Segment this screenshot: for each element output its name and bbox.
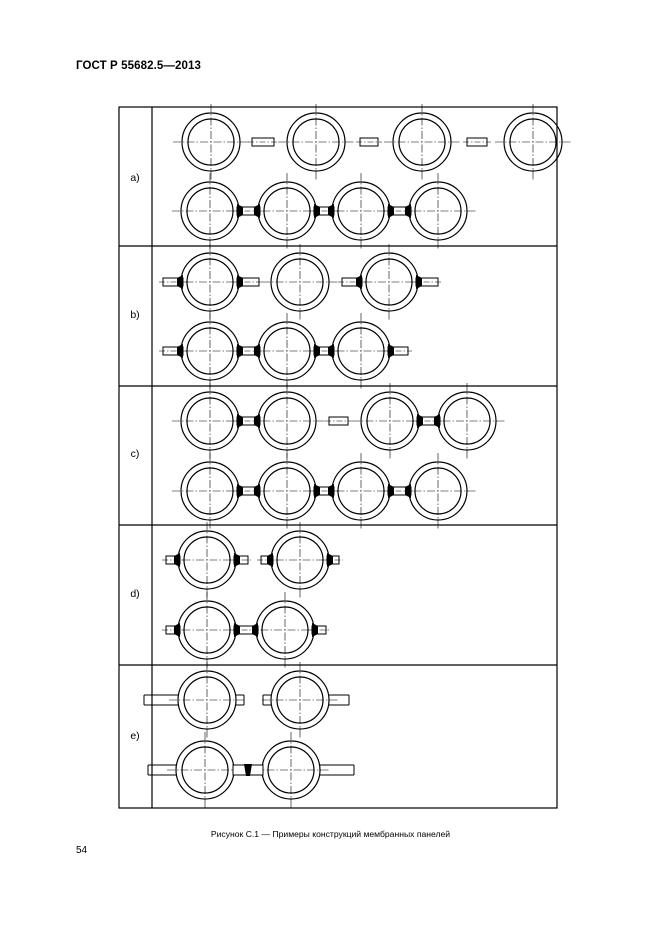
weld: [254, 204, 260, 218]
weld: [405, 204, 411, 218]
tube-outer: [177, 670, 237, 730]
tube-outer: [181, 112, 241, 172]
weld: [328, 484, 334, 498]
weld: [237, 344, 243, 358]
weld: [244, 764, 252, 776]
weld: [174, 623, 180, 637]
weld: [174, 553, 180, 567]
weld: [237, 484, 243, 498]
weld: [417, 414, 423, 428]
weld: [314, 344, 320, 358]
weld: [328, 344, 334, 358]
tube-outer: [286, 112, 346, 172]
figure-frame: [118, 106, 558, 809]
panel-drawings: [143, 104, 571, 808]
weld: [434, 414, 440, 428]
weld: [177, 344, 183, 358]
document-header: ГОСТ Р 55682.5—2013: [76, 60, 201, 72]
weld: [314, 484, 320, 498]
weld: [177, 275, 183, 289]
weld: [267, 553, 273, 567]
tube-outer: [270, 252, 330, 312]
weld: [254, 484, 260, 498]
weld: [237, 275, 243, 289]
weld: [252, 623, 258, 637]
weld: [234, 553, 240, 567]
weld: [237, 204, 243, 218]
weld: [405, 484, 411, 498]
figure-caption: Рисунок С.1 — Примеры конструкций мембра…: [210, 829, 451, 839]
tube-outer: [392, 112, 452, 172]
weld: [314, 204, 320, 218]
weld: [254, 344, 260, 358]
tube-outer: [503, 112, 563, 172]
tube-outer: [270, 670, 330, 730]
weld: [328, 204, 334, 218]
weld: [416, 275, 422, 289]
row-label-a: a): [130, 172, 140, 184]
row-label-c: c): [130, 448, 140, 460]
weld: [388, 484, 394, 498]
weld: [388, 204, 394, 218]
weld: [237, 414, 243, 428]
weld: [254, 414, 260, 428]
weld: [327, 553, 333, 567]
row-label-b: b): [130, 309, 140, 321]
fin: [143, 694, 245, 706]
page-number: 54: [76, 845, 88, 856]
row-label-d: d): [130, 588, 140, 600]
weld: [234, 623, 240, 637]
weld: [312, 623, 318, 637]
row-label-e: e): [130, 730, 140, 742]
weld: [388, 344, 394, 358]
weld: [356, 275, 362, 289]
